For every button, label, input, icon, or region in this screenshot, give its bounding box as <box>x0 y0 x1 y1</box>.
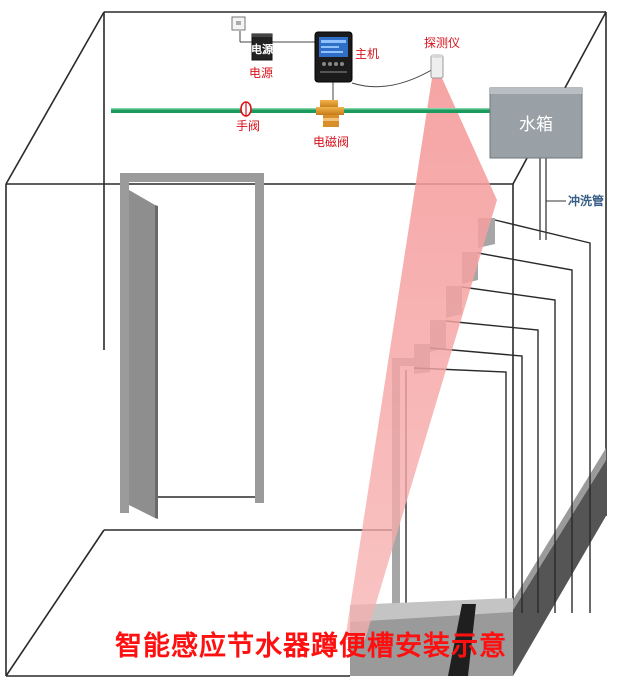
solenoid-valve-label: 电磁阀 <box>313 134 349 149</box>
power-label: 电源 <box>249 66 273 80</box>
door <box>120 173 264 519</box>
diagram-title: 智能感应节水器蹲便槽安装示意 <box>115 630 507 662</box>
floor-trough <box>350 598 513 676</box>
power-box-label: 电源 <box>251 42 273 56</box>
water-tank <box>489 87 583 159</box>
host-label: 主机 <box>355 47 379 61</box>
wall-socket <box>231 16 246 31</box>
host-controller <box>314 31 353 83</box>
solenoid-valve-icon <box>316 100 344 127</box>
detector-beam <box>345 78 497 640</box>
manual-valve-label: 手阀 <box>236 119 260 133</box>
detector-sensor <box>430 54 444 79</box>
detector-label: 探测仪 <box>424 36 460 50</box>
power-supply-box <box>251 33 273 61</box>
flush-pipes <box>539 158 547 240</box>
water-pipe <box>111 108 492 113</box>
water-tank-label: 水箱 <box>519 115 553 135</box>
drain-channel-wall <box>513 460 606 676</box>
manual-valve-icon <box>240 101 252 117</box>
flush-pipe-label: 冲洗管 <box>568 193 604 208</box>
